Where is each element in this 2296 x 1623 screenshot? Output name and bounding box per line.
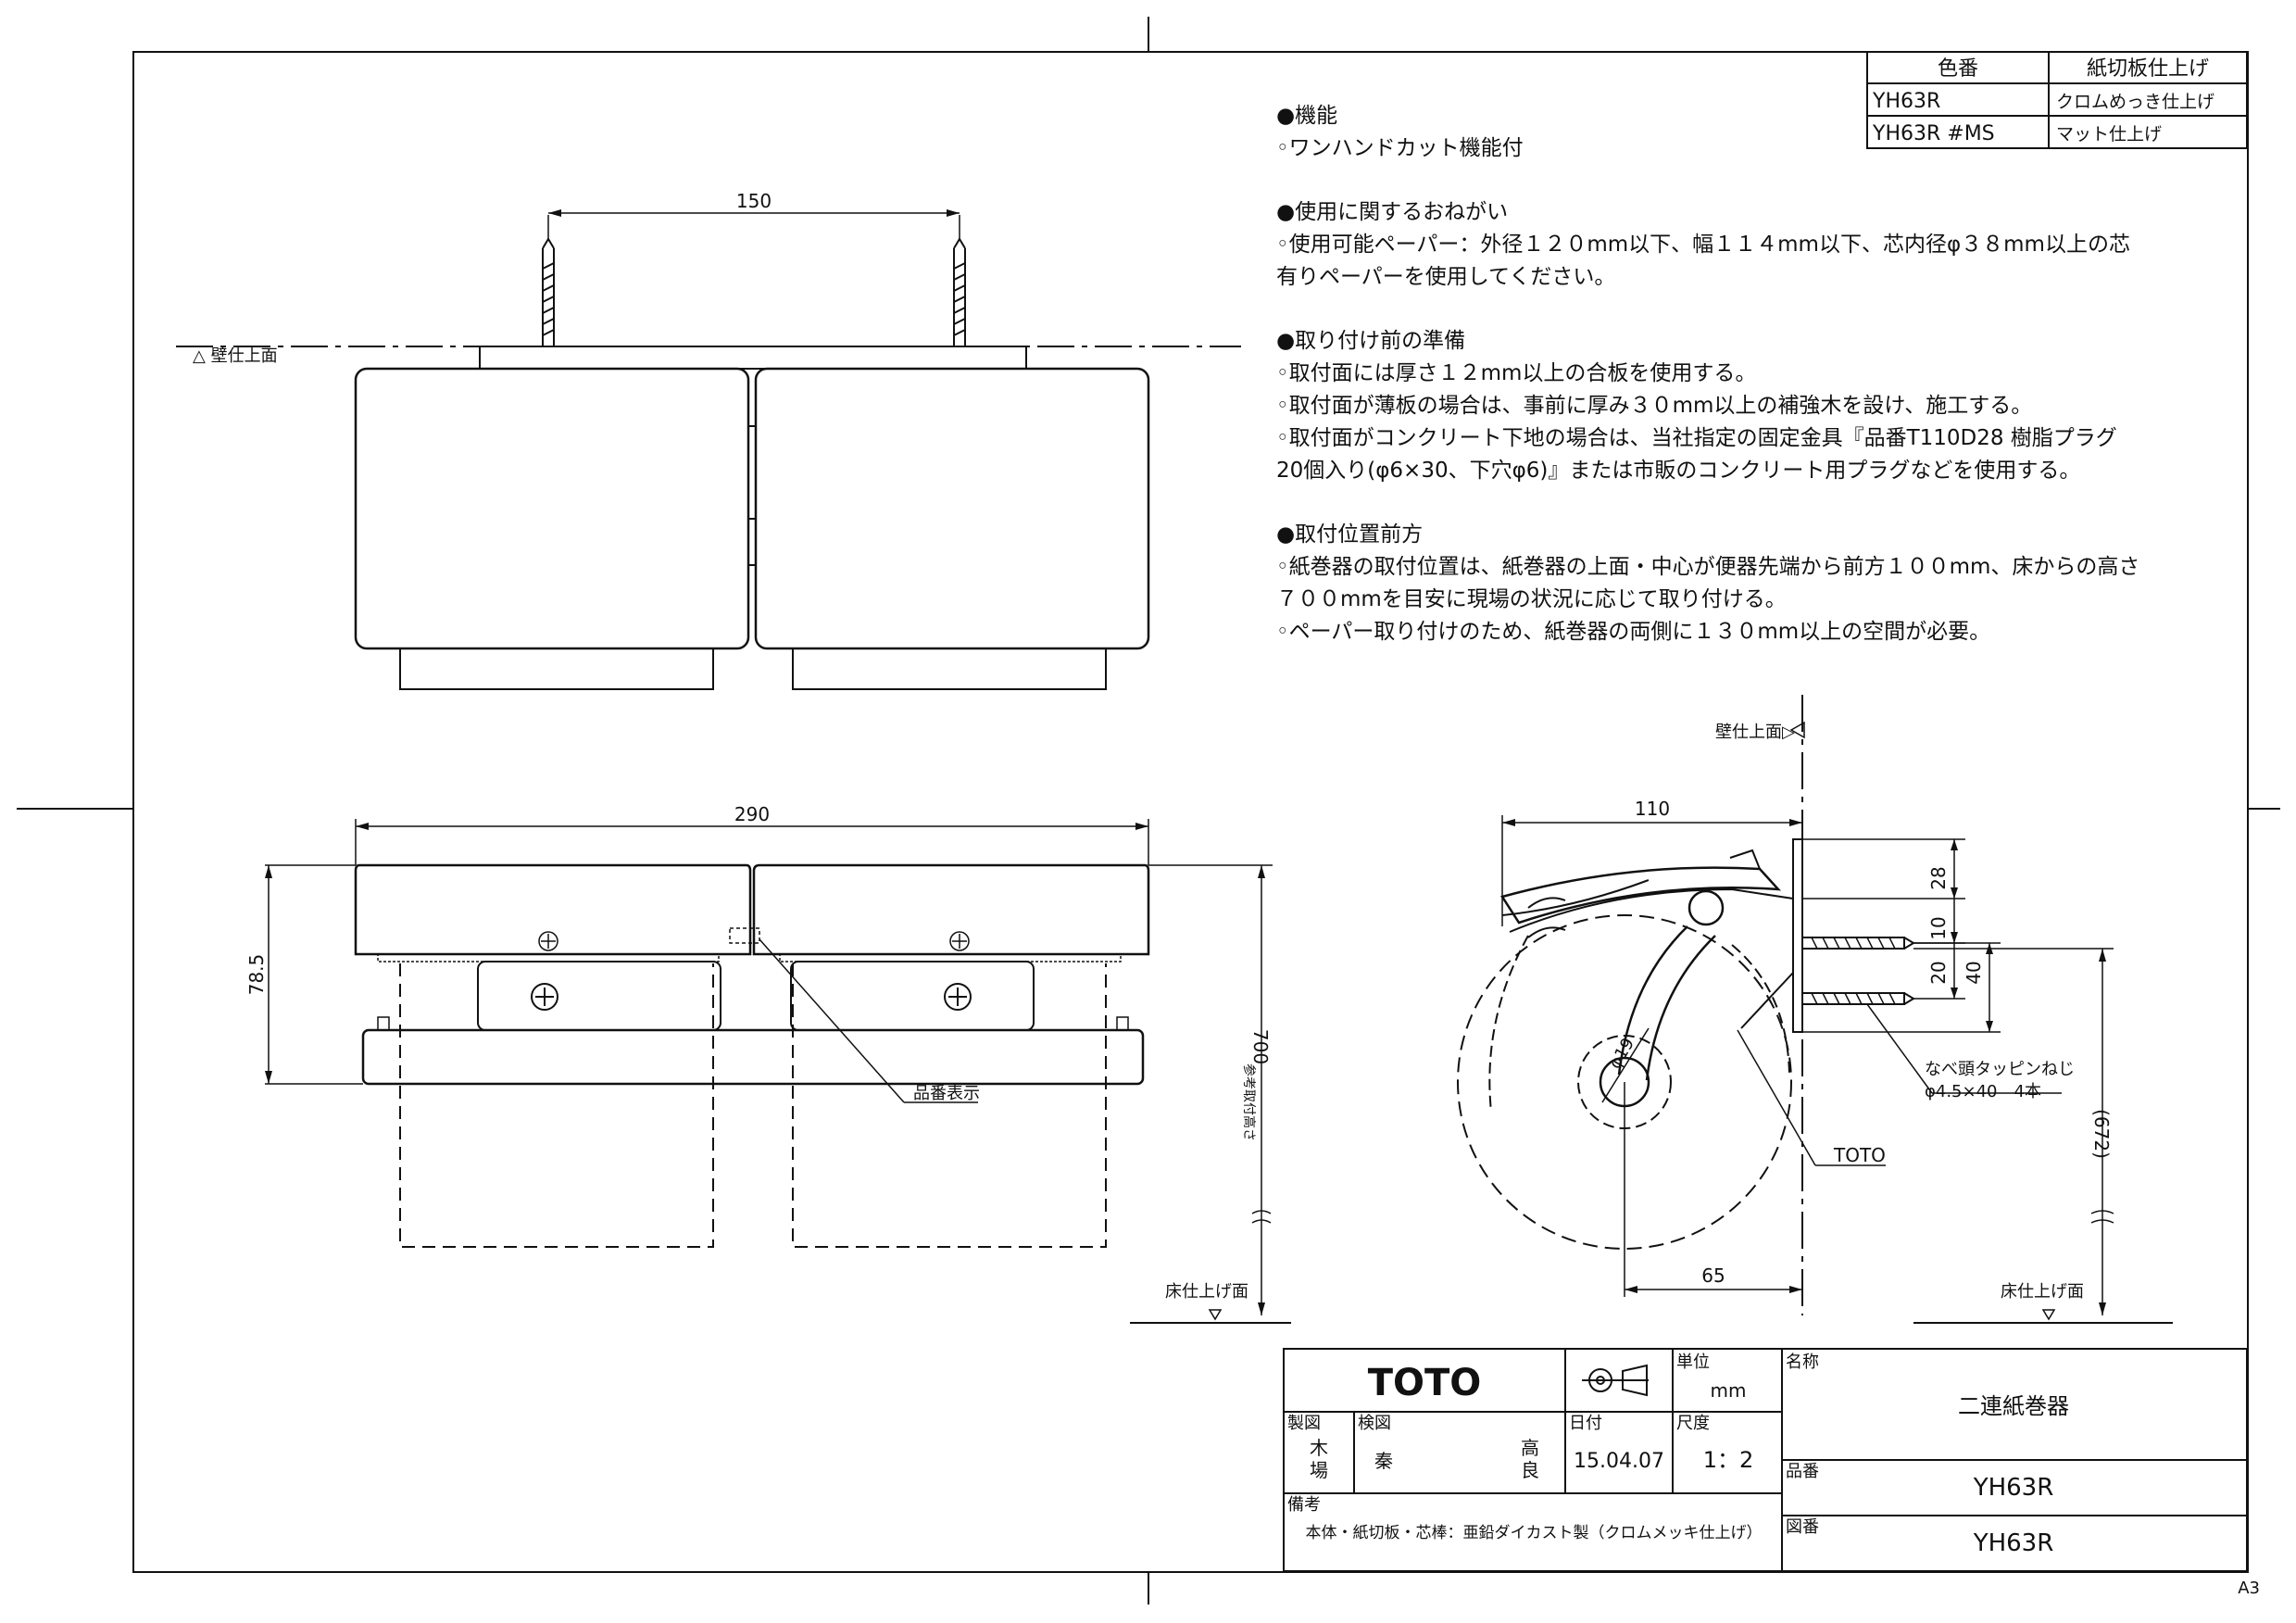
color-table-header-finish: 紙切板仕上げ — [2087, 57, 2209, 81]
note-heading: ●使用に関するおねがい — [1276, 200, 1509, 224]
screw-label-line1: なべ頭タッピンねじ — [1925, 1060, 2075, 1079]
note-heading: ●機能 — [1276, 104, 1338, 128]
center-marks — [17, 17, 2280, 1604]
notes-section: ●機能 ◦ワンハンドカット機能付 ●使用に関するおねがい ◦使用可能ペーパー：外… — [1276, 100, 2258, 680]
scale-value: 1：2 — [1703, 1447, 1754, 1473]
note-heading: ●取り付け前の準備 — [1276, 329, 1466, 353]
note-line: ◦取付面が薄板の場合は、事前に厚み３０mm以上の補強木を設け、施工する。 — [1276, 394, 2033, 418]
note-function: ●機能 ◦ワンハンドカット機能付 — [1276, 100, 2258, 165]
top-screw-left — [542, 237, 555, 346]
screw-label-line2: φ4.5×40 4本 — [1925, 1082, 2041, 1101]
date-label: 日付 — [1569, 1414, 1602, 1433]
note-line: ◦ワンハンドカット機能付 — [1276, 136, 1524, 160]
remarks-value: 本体・紙切板・芯棒：亜鉛ダイカスト製（クロムメッキ仕上げ） — [1306, 1524, 1763, 1542]
checked-label: 検図 — [1358, 1414, 1391, 1433]
color-table-header-color: 色番 — [1938, 57, 1978, 81]
top-screw-right — [953, 237, 966, 346]
dim-290: 290 — [734, 803, 770, 825]
note-line: ◦使用可能ペーパー：外径１２０mm以下、幅１１４mm以下、芯内径φ３８mm以上の… — [1276, 233, 2130, 257]
drawing-no-label: 図番 — [1786, 1517, 1819, 1537]
vertical-label: 参考取付高さ — [1241, 1063, 1257, 1141]
dim-672: (672) — [2090, 1109, 2113, 1159]
product-value: YH63R — [1973, 1474, 2054, 1502]
floor-label-front: 床仕上げ面 — [1165, 1282, 1248, 1302]
wall-label-side: 壁仕上面▷ — [1715, 723, 1795, 742]
note-line: ◦取付面がコンクリート下地の場合は、当社指定の固定金具『品番T110D28 樹脂… — [1276, 426, 2117, 450]
note-heading: ●取付位置前方 — [1276, 522, 1424, 547]
unit-value: mm — [1711, 1379, 1747, 1402]
product-label: 品番 — [1786, 1462, 1819, 1481]
dim-700: 700 — [1249, 1029, 1272, 1064]
remarks-label: 備考 — [1287, 1495, 1321, 1515]
dim-110: 110 — [1635, 798, 1670, 820]
dim-20: 20 — [1927, 961, 1950, 984]
dim-28: 28 — [1927, 866, 1950, 889]
note-line: ◦ペーパー取り付けのため、紙巻器の両側に１３０mm以上の空間が必要。 — [1276, 620, 1991, 644]
drawn-label: 製図 — [1287, 1414, 1321, 1433]
front-view — [265, 819, 1291, 1324]
brand-logo: TOTO — [1368, 1362, 1482, 1404]
note-line: 20個入り(φ6×30、下穴φ6)』または市販のコンクリート用プラグなどを使用す… — [1276, 459, 2081, 483]
floor-label-side: 床仕上げ面 — [2001, 1282, 2084, 1302]
drawn-value-1: 木 — [1310, 1437, 1328, 1459]
color-table — [1866, 51, 2248, 149]
name-label: 名称 — [1786, 1352, 1819, 1372]
dim-10: 10 — [1927, 916, 1950, 939]
note-line: ◦取付面には厚さ１２mm以上の合板を使用する。 — [1276, 361, 1757, 385]
toto-label: TOTO — [1833, 1144, 1886, 1166]
unit-label: 単位 — [1676, 1352, 1710, 1372]
note-usage: ●使用に関するおねがい ◦使用可能ペーパー：外径１２０mm以下、幅１１４mm以下… — [1276, 196, 2258, 294]
dim-40: 40 — [1963, 961, 1985, 984]
note-line: ７００mmを目安に現場の状況に応じて取り付ける。 — [1276, 587, 1787, 611]
drawing-frame — [132, 51, 2249, 1573]
color-table-row1-finish: クロムめっき仕上げ — [2056, 92, 2214, 112]
color-table-row1-code: YH63R — [1872, 90, 1940, 113]
note-position: ●取付位置前方 ◦紙巻器の取付位置は、紙巻器の上面・中心が便器先端から前方１００… — [1276, 519, 2258, 648]
part-label: 品番表示 — [913, 1084, 980, 1103]
top-view — [176, 209, 1241, 690]
note-line: 有りペーパーを使用してください。 — [1276, 265, 1616, 289]
projection-symbol-icon — [1582, 1364, 1649, 1397]
sheet-size: A3 — [2238, 1579, 2260, 1598]
color-table-row2-code: YH63R #MS — [1872, 122, 1995, 145]
dim-65: 65 — [1701, 1264, 1725, 1287]
note-line: ◦紙巻器の取付位置は、紙巻器の上面・中心が便器先端から前方１００mm、床からの高… — [1276, 555, 2140, 579]
checked-value: 秦 — [1374, 1450, 1393, 1472]
wall-label-top: △ 壁仕上面 — [193, 346, 278, 366]
name-value: 二連紙巻器 — [1958, 1393, 2069, 1419]
checked-value-2a: 高 — [1521, 1437, 1539, 1459]
scale-label: 尺度 — [1676, 1414, 1710, 1433]
side-view — [1457, 695, 2173, 1324]
note-preparation: ●取り付け前の準備 ◦取付面には厚さ１２mm以上の合板を使用する。 ◦取付面が薄… — [1276, 325, 2258, 487]
date-value: 15.04.07 — [1574, 1450, 1664, 1473]
checked-value-2b: 良 — [1521, 1459, 1539, 1481]
title-block — [1283, 1348, 2248, 1572]
color-table-row2-finish: マット仕上げ — [2056, 124, 2162, 145]
drawn-value-2: 場 — [1310, 1459, 1328, 1481]
drawing-no-value: YH63R — [1973, 1529, 2054, 1557]
dim-150: 150 — [736, 190, 772, 212]
dim-78-5: 78.5 — [245, 954, 268, 996]
